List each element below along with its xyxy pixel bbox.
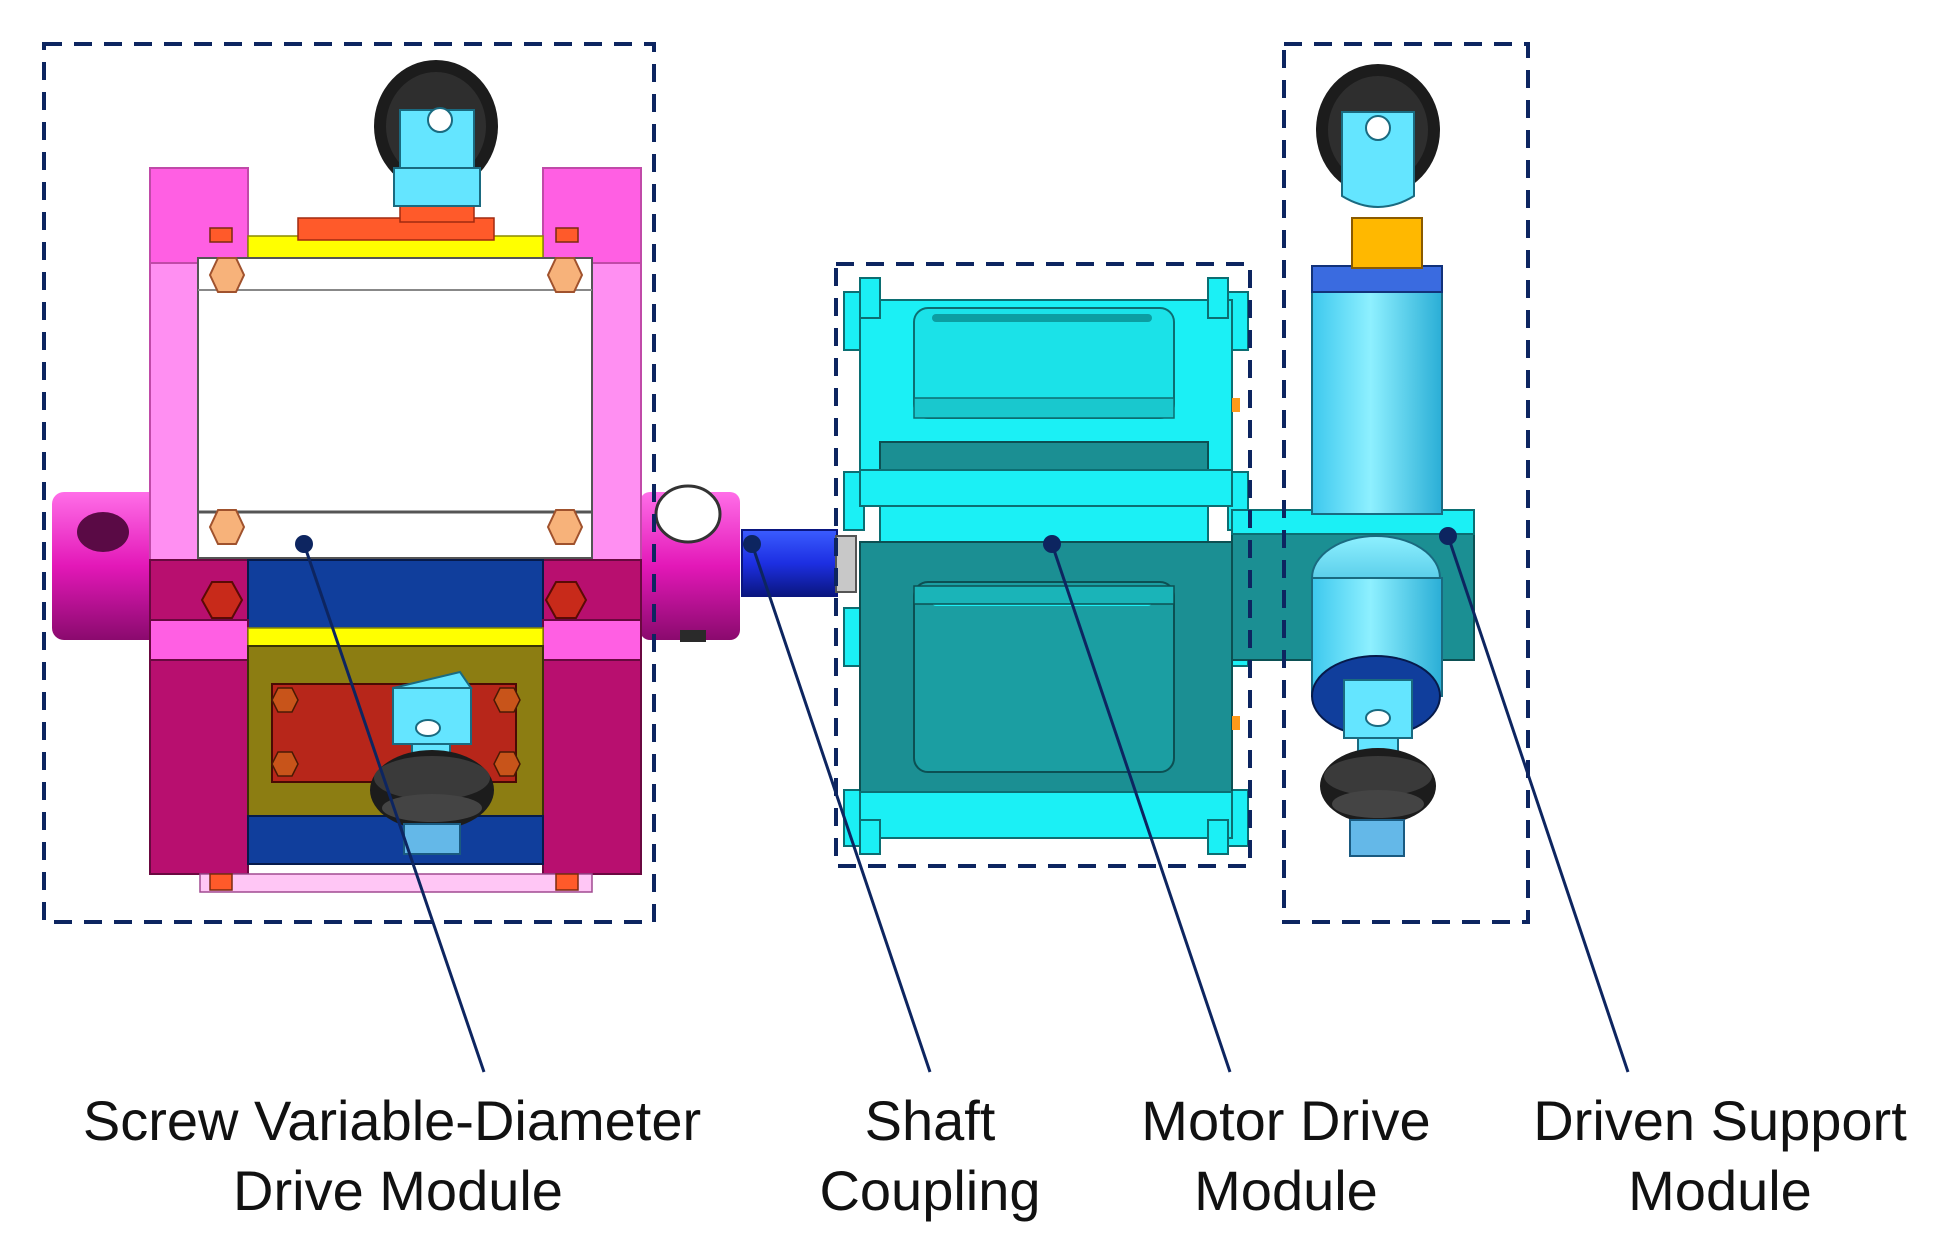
- screw-drive-module: [52, 60, 740, 893]
- label-motor-module-line2: Module: [1194, 1159, 1378, 1222]
- leader-screw-module: [302, 543, 486, 1073]
- lower-yellow-plate: [247, 627, 544, 647]
- leader-dots: [295, 527, 1457, 553]
- label-driven-module-line1: Driven Support: [1533, 1089, 1907, 1152]
- bottom-bolts: [209, 873, 579, 891]
- pipe-hole: [77, 512, 129, 552]
- label-shaft-coupling-line2: Coupling: [819, 1159, 1040, 1222]
- upper-window: [197, 257, 593, 559]
- label-screw-module-line2: Drive Module: [233, 1159, 563, 1222]
- motor-drive-module: [843, 277, 1249, 855]
- upper-frame-left-cap: [149, 167, 249, 264]
- wheel-top-left-icon: [374, 60, 498, 207]
- motor-band-light: [859, 469, 1233, 507]
- top-red-mount: [297, 217, 495, 241]
- middle-blue-band: [247, 559, 544, 631]
- labels: Screw Variable-Diameter Drive Module Sha…: [83, 1089, 1907, 1222]
- lower-frame-left-lip: [149, 619, 249, 661]
- wheel-bottom-right-icon: [1320, 679, 1436, 857]
- lower-blue-band: [247, 815, 544, 865]
- cylinder-orange-cap: [1351, 217, 1423, 269]
- support-cylinder: [1311, 287, 1443, 515]
- module-boundaries: [42, 42, 1530, 924]
- leader-motor-module: [1050, 543, 1232, 1073]
- label-motor-module-line1: Motor Drive: [1141, 1089, 1430, 1152]
- middle-hex-bolts: [200, 581, 588, 619]
- driven-module-boundary: [1282, 42, 1530, 924]
- leader-shaft-coupling: [750, 543, 932, 1073]
- screw-module-boundary: [42, 42, 656, 924]
- driven-support-module: [1231, 64, 1475, 857]
- lower-red-bolts: [271, 687, 521, 777]
- leader-lines: [302, 535, 1630, 1073]
- wheel-bottom-left-icon: [370, 670, 494, 855]
- lower-frame-right-post: [542, 629, 642, 875]
- lower-frame-right-lip: [542, 619, 642, 661]
- upper-frame-right-cap: [542, 167, 642, 264]
- wheel-top-right-icon: [1316, 64, 1440, 208]
- upper-bolts: [208, 257, 584, 545]
- label-screw-module-line1: Screw Variable-Diameter: [83, 1089, 701, 1152]
- motor-bottom-plate: [859, 791, 1233, 839]
- label-driven-module-line2: Module: [1628, 1159, 1812, 1222]
- motor-lower-window: [913, 581, 1175, 773]
- cylinder-top-collar: [1311, 265, 1443, 293]
- leader-driven-module: [1446, 535, 1630, 1073]
- label-shaft-coupling-line1: Shaft: [865, 1089, 996, 1152]
- lower-frame-left-post: [149, 629, 249, 875]
- coupling-white-disc: [654, 484, 722, 544]
- shaft-collar: [835, 535, 857, 593]
- bottom-pink-plate: [199, 873, 593, 893]
- top-small-bolts: [209, 227, 579, 243]
